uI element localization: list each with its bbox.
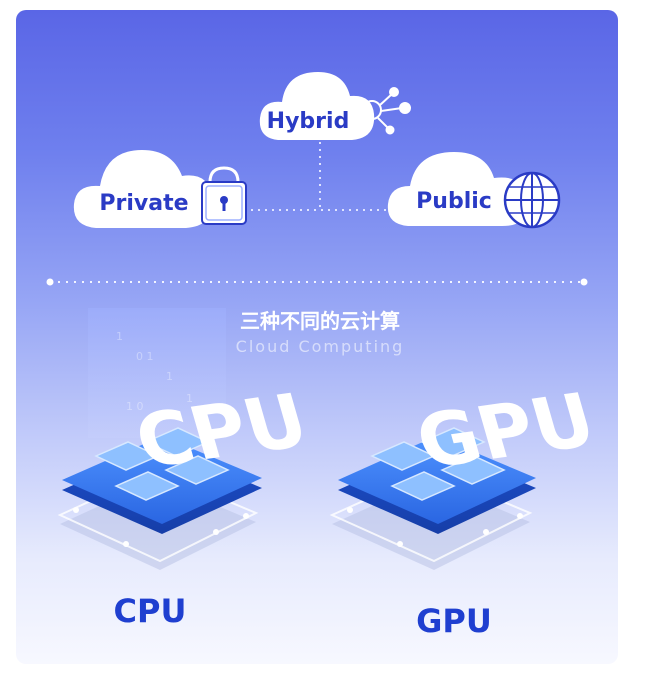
- cloud-computing-illustration: Hybrid Private Public: [46, 72, 604, 640]
- hybrid-cloud: Hybrid: [259, 72, 411, 140]
- cpu-chip: [57, 427, 262, 570]
- svg-text:1: 1: [186, 392, 193, 405]
- lock-icon: [201, 166, 247, 225]
- section-title: 三种不同的云计算: [240, 309, 400, 333]
- private-cloud: Private: [73, 150, 247, 228]
- cloud-computing-card: Hybrid Private Public: [16, 10, 618, 664]
- globe-icon: [503, 171, 561, 229]
- cpu-code-panel: 10 1 11 1 0: [88, 308, 226, 438]
- svg-text:1 0: 1 0: [126, 400, 144, 413]
- public-cloud: Public: [387, 152, 561, 229]
- private-label: Private: [99, 191, 188, 216]
- svg-text:1: 1: [166, 370, 173, 383]
- cpu-label: CPU: [114, 592, 187, 630]
- svg-text:0 1: 0 1: [136, 350, 154, 363]
- network-icon: [362, 87, 411, 135]
- svg-text:1: 1: [116, 330, 123, 343]
- section-subtitle: Cloud Computing: [236, 337, 405, 356]
- cloud-connectors: [251, 135, 396, 211]
- public-label: Public: [416, 189, 492, 214]
- hybrid-label: Hybrid: [267, 109, 350, 134]
- gpu-3d-text: GPU: [407, 377, 604, 485]
- section-divider: [46, 278, 588, 286]
- gpu-chip: [329, 427, 536, 570]
- gpu-label: GPU: [416, 602, 492, 640]
